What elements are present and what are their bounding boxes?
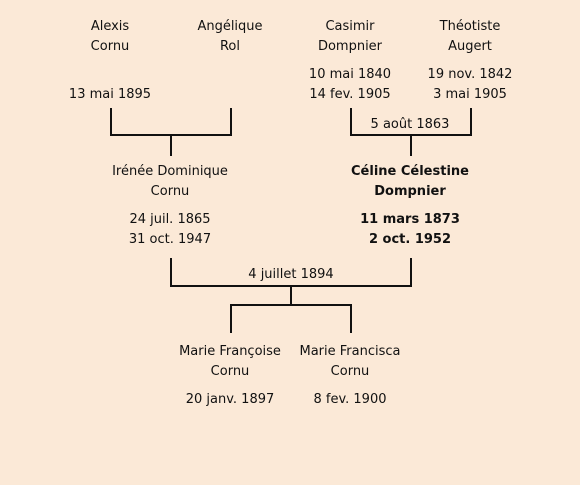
connector-line: [170, 134, 172, 156]
person-name-line1: Alexis: [90, 19, 130, 34]
person-alexis-cornu-dates: 13 mai 1895: [35, 85, 185, 105]
person-name-line2: Rol: [219, 39, 240, 54]
connector-line: [290, 285, 292, 305]
connector-line: [230, 304, 352, 306]
person-name-line2: Dompnier: [317, 39, 383, 54]
person-marie-francisca-cornu: Marie Francisca Cornu 8 fev. 1900: [275, 342, 425, 410]
person-name-line1: Casimir: [325, 19, 375, 34]
person-name-line1: Théotiste: [439, 19, 501, 34]
person-name-line1: Irénée Dominique: [112, 164, 228, 179]
person-name-line2: Cornu: [330, 364, 370, 379]
person-name-line2: Cornu: [210, 364, 250, 379]
birth-date: 11 mars 1873: [360, 212, 460, 227]
birth-date: 10 mai 1840: [308, 67, 392, 82]
connector-line: [230, 108, 232, 136]
death-date: 2 oct. 1952: [368, 232, 452, 247]
birth-date: 24 juil. 1865: [129, 212, 211, 227]
marriage-date-label: 5 août 1863: [368, 117, 452, 133]
connector-line: [170, 258, 172, 287]
connector-line: [350, 304, 352, 333]
person-celine-celestine-dompnier: Céline Célestine Dompnier 11 mars 1873 2…: [335, 162, 485, 250]
person-alexis-cornu: Alexis Cornu: [35, 17, 185, 57]
birth-date: 20 janv. 1897: [185, 392, 275, 407]
person-irenee-dominique-cornu: Irénée Dominique Cornu 24 juil. 1865 31 …: [95, 162, 245, 250]
person-angelique-rol: Angélique Rol: [155, 17, 305, 57]
person-name-line2: Cornu: [150, 184, 190, 199]
connector-line: [470, 108, 472, 136]
person-name-line2: Dompnier: [374, 184, 446, 199]
birth-date: 19 nov. 1842: [427, 67, 513, 82]
person-theotiste-augert: Théotiste Augert 19 nov. 1842 3 mai 1905: [395, 17, 545, 105]
person-name-line2: Augert: [448, 39, 492, 54]
person-marie-francoise-cornu: Marie Françoise Cornu 20 janv. 1897: [155, 342, 305, 410]
marriage-date-label: 4 juillet 1894: [236, 267, 346, 283]
person-casimir-dompnier: Casimir Dompnier 10 mai 1840 14 fev. 190…: [275, 17, 425, 105]
person-name-line1: Angélique: [197, 19, 263, 34]
death-date: 14 fev. 1905: [309, 87, 391, 102]
person-name-line2: Cornu: [90, 39, 130, 54]
birth-date: 8 fev. 1900: [313, 392, 387, 407]
death-date: 31 oct. 1947: [128, 232, 212, 247]
connector-line: [110, 108, 112, 136]
connector-line: [230, 304, 232, 333]
person-name-line1: Marie Françoise: [179, 344, 281, 359]
person-name-line1: Céline Célestine: [351, 164, 469, 179]
connector-line: [350, 108, 352, 136]
death-date: 3 mai 1905: [433, 87, 507, 102]
death-date: 13 mai 1895: [68, 87, 152, 102]
connector-line: [410, 258, 412, 287]
connector-line: [410, 134, 412, 156]
person-name-line1: Marie Francisca: [299, 344, 401, 359]
